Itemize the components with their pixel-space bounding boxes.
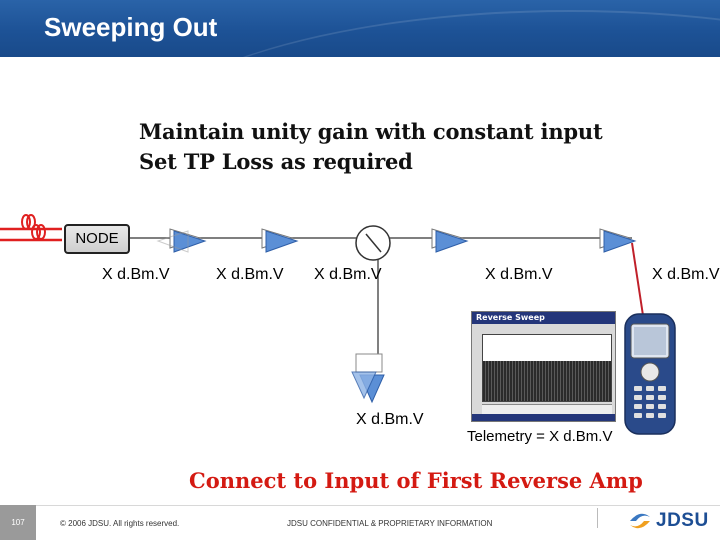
footer xyxy=(0,505,720,540)
jdsu-logo: JDSU xyxy=(628,510,709,532)
level-label-amp-4: X d.Bm.V xyxy=(652,266,720,283)
probe-lead xyxy=(631,242,645,323)
reverse-sweep-screen: Reverse Sweep xyxy=(471,311,616,422)
amplifier-icon-4 xyxy=(599,228,637,253)
instruction-line-2: Set TP Loss as required xyxy=(139,149,413,174)
node-box: NODE xyxy=(64,224,130,254)
level-label-tap: X d.Bm.V xyxy=(314,266,382,283)
amplifier-icon-2 xyxy=(261,228,299,253)
branch-amplifier-icon xyxy=(351,353,385,404)
amplifier-icon-3 xyxy=(431,228,469,253)
sweep-plot xyxy=(482,334,612,402)
amplifier-icon-1 xyxy=(156,228,207,253)
slide-title: Sweeping Out xyxy=(44,12,218,42)
tap-icon xyxy=(355,225,391,261)
level-label-branch: X d.Bm.V xyxy=(356,411,424,428)
jdsu-logo-icon xyxy=(630,513,650,529)
page-number: 107 xyxy=(0,505,36,540)
level-label-node: X d.Bm.V xyxy=(102,266,170,283)
call-to-action: Connect to Input of First Reverse Amp xyxy=(189,468,643,493)
handheld-meter-icon xyxy=(624,313,676,435)
sweep-softkeys xyxy=(472,414,615,421)
sweep-trace xyxy=(483,361,611,401)
level-label-amp-2: X d.Bm.V xyxy=(216,266,284,283)
copyright-text: © 2006 JDSU. All rights reserved. xyxy=(60,519,180,528)
confidential-text: JDSU CONFIDENTIAL & PROPRIETARY INFORMAT… xyxy=(287,519,493,528)
logo-text: JDSU xyxy=(656,510,709,531)
sweep-readout xyxy=(482,404,612,414)
fiber-input-icon xyxy=(0,214,62,242)
reverse-sweep-title: Reverse Sweep xyxy=(472,312,615,324)
level-label-amp-3: X d.Bm.V xyxy=(485,266,553,283)
instruction-line-1: Maintain unity gain with constant input xyxy=(139,119,603,144)
footer-divider xyxy=(597,508,598,528)
telemetry-label: Telemetry = X d.Bm.V xyxy=(467,428,613,445)
title-bar xyxy=(0,0,720,57)
